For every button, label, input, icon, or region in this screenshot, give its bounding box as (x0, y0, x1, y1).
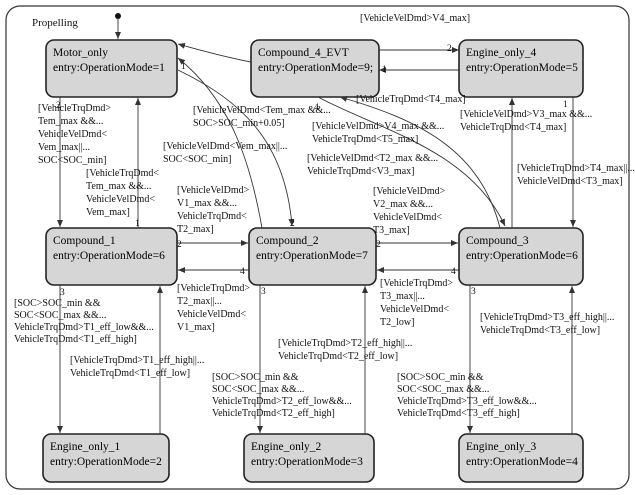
state-engine-only-2[interactable]: Engine_only_2 entry:OperationMode=3 (243, 433, 375, 483)
guard-c3-to-e3: [SOC>SOC_min && SOC<SOC_max &&... Vehicl… (397, 372, 539, 419)
state-name: Compound_3 (466, 235, 529, 247)
guard-c1-to-motor: [VehicleTrqDmd< Tem_max &&... VehicleVel… (86, 168, 162, 218)
propelling-title: Propelling (32, 17, 78, 29)
edge-c3-to-evt (339, 96, 501, 229)
guard-e3-to-c3: [VehicleTrqDmd>T3_eff_high||... VehicleT… (480, 312, 617, 336)
svg-text:[VehicleTrqDmd> T3_max||: [VehicleTrqDmd> T3_max||... VehicleVelDm… (380, 278, 456, 328)
guard-motor-to-c1: [VehicleTrqDmd> Tem_max &&... VehicleVel… (38, 103, 114, 166)
priority-label: 1 (181, 62, 186, 72)
svg-text:[VehicleTrqDmd>T4_max||...: [VehicleTrqDmd>T4_max||... VehicleVelDmd… (517, 163, 635, 187)
state-name: Engine_only_4 (466, 47, 537, 59)
initial-dot (115, 13, 121, 19)
state-name: Motor_only (53, 47, 108, 59)
priority-label: 3 (471, 287, 476, 297)
edge-c2-to-motor (177, 57, 263, 229)
state-name: Engine_only_3 (466, 441, 537, 453)
svg-text:[VehicleVelDmd>V4_max]: [VehicleVelDmd>V4_max] (360, 13, 470, 24)
guard-t4-t3: [VehicleTrqDmd>T4_max||... VehicleVelDmd… (517, 163, 635, 187)
state-entry: entry:OperationMode=1 (53, 62, 165, 74)
state-engine-only-3[interactable]: Engine_only_3 entry:OperationMode=4 (458, 433, 584, 483)
priority-label: 1 (563, 100, 568, 110)
guard-c2-to-e2: [SOC>SOC_min && SOC<SOC_max &&... Vehicl… (212, 372, 354, 419)
guard-e2-to-c2: [VehicleTrqDmd>T2_eff_high||... VehicleT… (278, 338, 415, 362)
guard-to-motor-2: [VehicleVelDmd<Vem_max||... SOC<SOC_min] (163, 141, 290, 165)
priority-label: 4 (240, 267, 245, 277)
priority-label: 1 (382, 65, 387, 75)
priority-label: 4 (314, 103, 319, 113)
state-entry: entry:OperationMode=6 (466, 250, 578, 262)
svg-text:[VehicleTrqDmd> T2_max||: [VehicleTrqDmd> T2_max||... VehicleVelDm… (177, 283, 253, 333)
guard-v3-t4: [VehicleVelDmd>V3_max &&... VehicleTrqDm… (460, 109, 595, 133)
state-motor-only[interactable]: Motor_only entry:OperationMode=1 (45, 39, 178, 98)
guard-e1-to-c1: [VehicleTrqDmd>T1_eff_high||... VehicleT… (70, 355, 207, 379)
priority-label: 3 (261, 287, 266, 297)
svg-text:[VehicleTrqDmd< Tem_max: [VehicleTrqDmd< Tem_max &&... VehicleVel… (86, 168, 162, 218)
guard-v1max: [VehicleVelDmd> V1_max &&... VehicleTrqD… (177, 185, 252, 235)
priority-label: 2 (56, 101, 61, 111)
state-engine-only-4[interactable]: Engine_only_4 entry:OperationMode=5 (458, 39, 584, 98)
state-compound-4-evt[interactable]: Compound_4_EVT entry:OperationMode=9; (250, 39, 380, 98)
svg-text:[VehicleVelDmd<T2_max &&...: [VehicleVelDmd<T2_max &&... VehicleTrqDm… (307, 153, 441, 177)
guard-v2max: [VehicleVelDmd> V2_max &&... VehicleVelD… (373, 186, 448, 236)
guard-to-motor-top: [VehicleVelDmd<Tem_max &&... SOC>SOC_min… (193, 105, 333, 129)
guard-t3max-t2: [VehicleTrqDmd> T3_max||... VehicleVelDm… (380, 278, 456, 328)
state-name: Engine_only_2 (251, 441, 322, 453)
svg-text:[SOC>SOC_min && SOC<SOC_: [SOC>SOC_min && SOC<SOC_max &&... Vehicl… (212, 372, 354, 419)
svg-text:[VehicleVelDmd<Vem_max||...: [VehicleVelDmd<Vem_max||... SOC<SOC_min] (163, 141, 290, 165)
svg-text:[VehicleTrqDmd>T2_eff_high||..: [VehicleTrqDmd>T2_eff_high||... VehicleT… (278, 338, 415, 362)
guard-t2-v3: [VehicleVelDmd<T2_max &&... VehicleTrqDm… (307, 153, 441, 177)
guard-c1-to-e1: [SOC>SOC_min && SOC<SOC_max &&... Vehicl… (14, 298, 156, 345)
state-name: Engine_only_1 (50, 441, 121, 453)
guard-t4max-lt: [VehicleTrqDmd<T4_max] (356, 94, 466, 105)
svg-text:[VehicleTrqDmd>T1_eff_high||..: [VehicleTrqDmd>T1_eff_high||... VehicleT… (70, 355, 207, 379)
priority-label: 2 (290, 219, 295, 229)
svg-text:[SOC>SOC_min && SOC<SOC_: [SOC>SOC_min && SOC<SOC_max &&... Vehicl… (397, 372, 539, 419)
state-compound-3[interactable]: Compound_3 entry:OperationMode=6 (458, 227, 584, 286)
edge-motor-to-c2 (177, 69, 295, 227)
priority-label: 2 (177, 240, 182, 250)
priority-label: 2 (447, 44, 452, 54)
svg-text:[VehicleVelDmd> V2_max &: [VehicleVelDmd> V2_max &&... VehicleVelD… (373, 186, 448, 236)
guard-v4max-gt: [VehicleVelDmd>V4_max] (360, 13, 470, 24)
state-entry: entry:OperationMode=5 (466, 62, 578, 74)
state-name: Compound_4_EVT (258, 47, 349, 59)
svg-text:[VehicleTrqDmd>T3_eff_high||..: [VehicleTrqDmd>T3_eff_high||... VehicleT… (480, 312, 617, 336)
state-name: Compound_2 (256, 235, 319, 247)
state-name: Compound_1 (53, 235, 116, 247)
svg-text:[SOC>SOC_min && SOC<SOC_: [SOC>SOC_min && SOC<SOC_max &&... Vehicl… (14, 298, 156, 345)
svg-text:[VehicleVelDmd<Tem_max &&...: [VehicleVelDmd<Tem_max &&... SOC>SOC_min… (193, 105, 333, 129)
state-entry: entry:OperationMode=6 (53, 250, 165, 262)
state-entry: entry:OperationMode=3 (251, 456, 363, 468)
state-entry: entry:OperationMode=2 (50, 456, 162, 468)
edge-evt-to-c3 (317, 96, 506, 227)
guard-v4-t5: [VehicleVelDmd>V4_max &&... VehicleTrqDm… (312, 121, 447, 145)
state-entry: entry:OperationMode=7 (256, 250, 368, 262)
state-compound-1[interactable]: Compound_1 entry:OperationMode=6 (45, 227, 178, 286)
svg-text:[VehicleVelDmd> V1_max &: [VehicleVelDmd> V1_max &&... VehicleTrqD… (177, 185, 252, 235)
svg-text:[VehicleVelDmd>V4_max &&...: [VehicleVelDmd>V4_max &&... VehicleTrqDm… (312, 121, 447, 145)
edge-evt-to-motor (177, 42, 252, 63)
guard-t2max-v1: [VehicleTrqDmd> T2_max||... VehicleVelDm… (177, 283, 253, 333)
priority-label: 2 (376, 240, 381, 250)
state-engine-only-1[interactable]: Engine_only_1 entry:OperationMode=2 (42, 433, 170, 483)
state-entry: entry:OperationMode=9; (258, 62, 373, 74)
svg-text:[VehicleVelDmd>V3_max &&...: [VehicleVelDmd>V3_max &&... VehicleTrqDm… (460, 109, 595, 133)
svg-text:[VehicleTrqDmd> Tem_max: [VehicleTrqDmd> Tem_max &&... VehicleVel… (38, 103, 114, 166)
priority-label: 3 (60, 288, 65, 298)
state-compound-2[interactable]: Compound_2 entry:OperationMode=7 (248, 227, 377, 286)
priority-label: 1 (135, 219, 140, 229)
state-entry: entry:OperationMode=4 (466, 456, 578, 468)
priority-label: 4 (451, 267, 456, 277)
svg-text:[VehicleTrqDmd<T4_max]: [VehicleTrqDmd<T4_max] (356, 94, 466, 105)
